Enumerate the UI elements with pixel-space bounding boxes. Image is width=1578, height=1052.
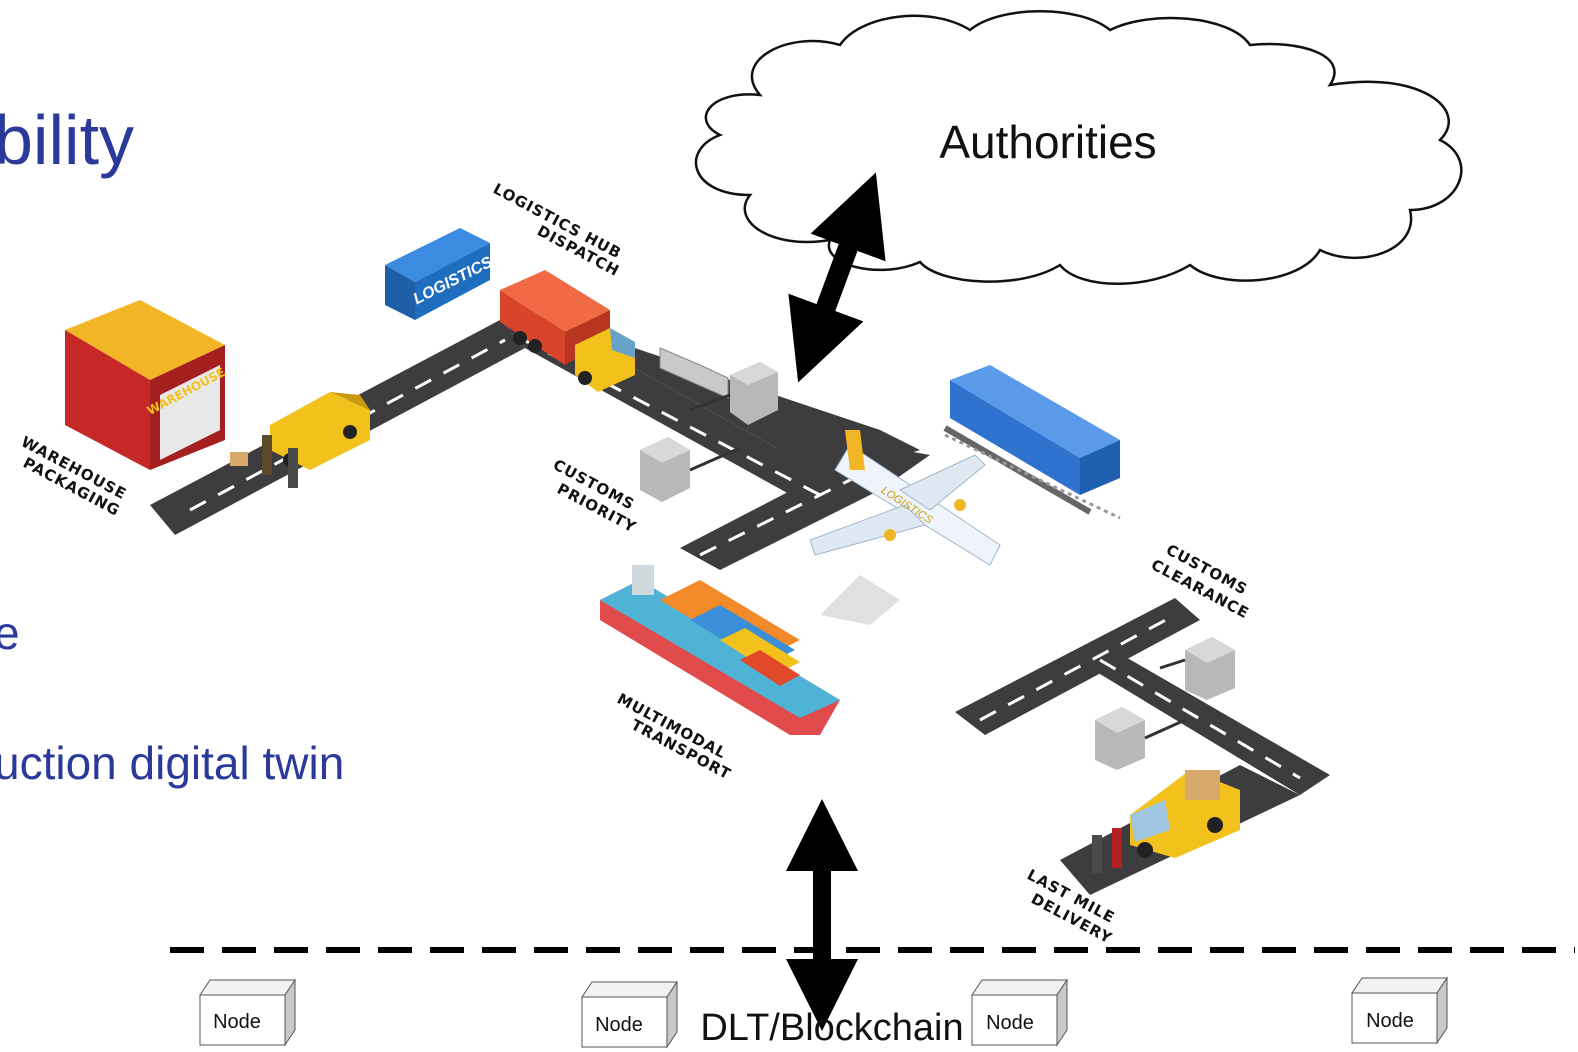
authorities-label: Authorities [939,116,1156,168]
cargo-airplane: LOGISTICS [809,430,1001,625]
shipping-container-blue: LOGISTICS [385,228,496,320]
slide-text-fragment-2: e [0,607,20,659]
customs-booth-priority [640,437,741,502]
customs-booth-clearance [1095,637,1235,770]
node-label-1: Node [213,1011,261,1033]
authorities-cloud: Authorities [694,10,1463,285]
stage-label-hub-line1: LOGISTICS HUB [490,180,625,263]
container-ship [600,565,840,735]
node-box-2: Node [581,980,678,1049]
customs-gate-hub [659,347,778,425]
freight-train-car [943,365,1121,520]
slide-text-fragment-3: uction digital twin [0,737,345,789]
node-box-1: Node [199,978,296,1047]
delivery-van-warehouse [230,392,370,488]
node-box-3: Node [971,978,1068,1047]
node-box-4: Node [1351,976,1448,1045]
road-dashes [189,336,1301,780]
warehouse-building: WAREHOUSE [65,300,227,470]
authorities-double-arrow-icon [788,172,886,383]
node-label-3: Node [986,1012,1034,1034]
slide-text-fragment-1: bility [0,101,135,179]
delivery-van-last-mile [1092,770,1240,873]
blockchain-label: DLT/Blockchain [700,1007,963,1049]
cargo-truck [500,270,635,392]
node-label-2: Node [595,1014,643,1036]
node-label-4: Node [1366,1010,1414,1032]
